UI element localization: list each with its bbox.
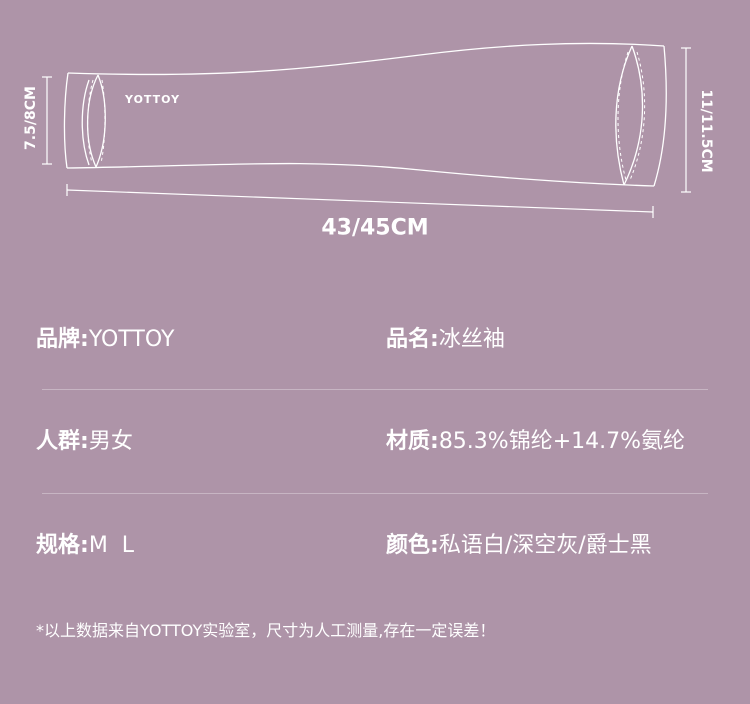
left-band-outer <box>86 74 99 168</box>
spec-material-value: 85.3%锦纶+14.7%氨纶 <box>438 429 686 454</box>
spec-row-2: 人群:男女 材质:85.3%锦纶+14.7%氨纶 <box>36 422 716 462</box>
spec-brand-label: 品牌: <box>36 327 89 352</box>
spec-brand-value: YOTTOY <box>88 327 175 352</box>
spec-divider-1 <box>42 389 708 390</box>
spec-audience: 人群:男女 <box>36 422 133 462</box>
spec-brand: 品牌:YOTTOY <box>36 320 174 360</box>
right-band-outer <box>615 45 633 186</box>
right-band-inner <box>623 45 644 186</box>
spec-material: 材质:85.3%锦纶+14.7%氨纶 <box>386 422 685 462</box>
left-band-back <box>81 79 90 166</box>
spec-product-name-value: 冰丝袖 <box>438 327 505 352</box>
cuff-height-label: 11/11.5CM <box>698 89 714 173</box>
length-label: 43/45CM <box>321 215 429 241</box>
right-band-stitch-a <box>617 51 629 181</box>
length-line <box>66 189 654 213</box>
sleeve-outline-drawing <box>42 42 691 218</box>
spec-row-1: 品牌:YOTTOY 品名:冰丝袖 <box>36 320 716 360</box>
sleeve-left-end <box>63 72 69 169</box>
spec-color: 颜色:私语白/深空灰/爵士黑 <box>386 526 652 566</box>
left-band-inner <box>95 74 106 168</box>
sleeve-dimension-diagram: YOTTOY 7.5/8CM 11/11.5CM 43/45CM <box>0 0 750 260</box>
spec-audience-value: 男女 <box>88 429 133 454</box>
sleeve-top-edge <box>67 42 665 76</box>
sleeve-bottom-edge <box>66 162 655 187</box>
right-band-stitch-b <box>629 51 646 181</box>
spec-audience-label: 人群: <box>36 429 89 454</box>
spec-product-name-label: 品名: <box>386 327 439 352</box>
spec-row-3: 规格:M L 颜色:私语白/深空灰/爵士黑 <box>36 526 716 566</box>
sleeve-right-end <box>653 45 667 187</box>
spec-product-name: 品名:冰丝袖 <box>386 320 505 360</box>
spec-divider-2 <box>42 493 708 494</box>
spec-size: 规格:M L <box>36 526 134 566</box>
opening-height-label: 7.5/8CM <box>23 86 39 150</box>
spec-size-value: M L <box>88 533 135 558</box>
measurement-disclaimer: *以上数据来自YOTTOY实验室，尺寸为人工测量,存在一定误差！ <box>36 621 496 640</box>
left-band-stitch-a <box>87 79 94 164</box>
spec-color-value: 私语白/深空灰/爵士黑 <box>438 533 652 558</box>
spec-size-label: 规格: <box>36 533 89 558</box>
sleeve-brand-mark: YOTTOY <box>125 93 181 106</box>
left-band-stitch-b <box>100 79 106 164</box>
spec-color-label: 颜色: <box>386 533 439 558</box>
spec-material-label: 材质: <box>386 429 439 454</box>
